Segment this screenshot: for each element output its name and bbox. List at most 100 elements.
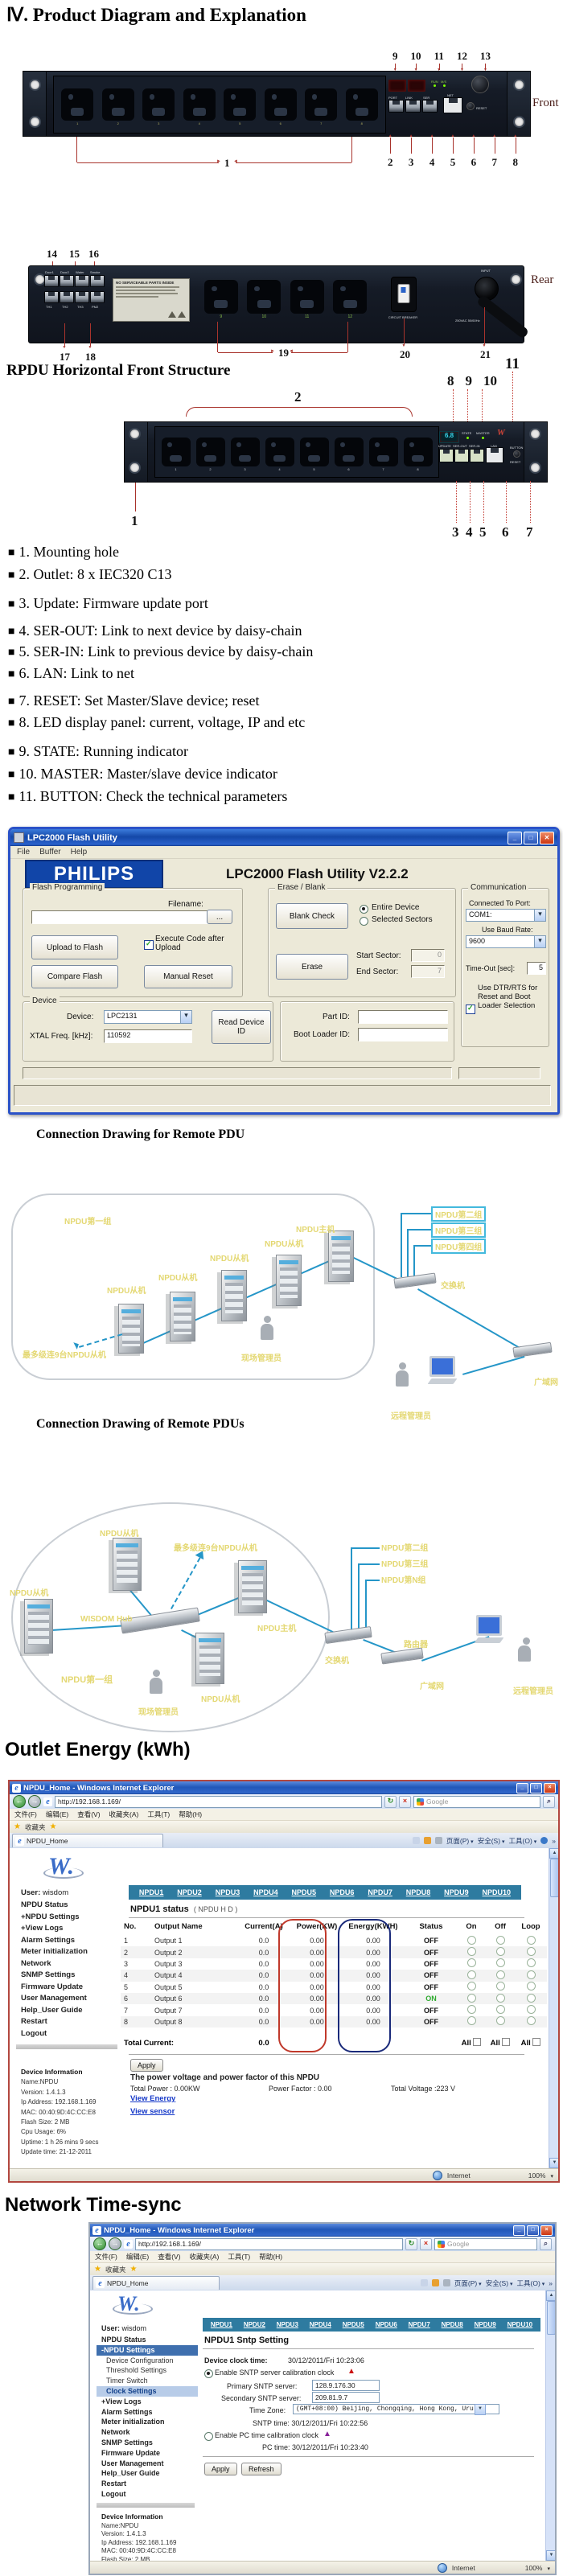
pc-enable-radio[interactable] xyxy=(204,2432,213,2441)
execute-code-checkbox[interactable] xyxy=(144,939,154,950)
manual-reset-button[interactable]: Manual Reset xyxy=(144,965,232,988)
menu-tools[interactable]: 工具(T) xyxy=(147,1810,171,1818)
end-sector-input[interactable]: 7 xyxy=(411,965,445,978)
loop-radio[interactable] xyxy=(526,1970,536,1979)
menu-file[interactable]: File xyxy=(17,848,31,857)
close-button[interactable]: ✕ xyxy=(540,831,554,844)
chevron-icon[interactable]: » xyxy=(549,2278,553,2287)
maximize-button[interactable]: □ xyxy=(530,1782,542,1793)
sidebar-item[interactable]: SNMP Settings xyxy=(21,1970,76,1979)
vertical-scrollbar[interactable]: ▲ ▼ xyxy=(549,1848,558,2168)
menu-edit[interactable]: 编辑(E) xyxy=(45,1810,69,1818)
scroll-down-arrow[interactable]: ▼ xyxy=(546,2550,555,2561)
off-radio[interactable] xyxy=(495,2016,505,2026)
sidebar-item[interactable]: Threshold Settings xyxy=(106,2366,167,2375)
chevron-icon[interactable]: » xyxy=(552,1836,556,1845)
timeout-input[interactable]: 5 xyxy=(527,962,546,975)
search-go-button[interactable]: ⌕ xyxy=(543,1795,555,1808)
add-favorite-icon[interactable]: ★ xyxy=(129,2265,138,2274)
loop-radio[interactable] xyxy=(526,1935,536,1945)
zoom-level[interactable]: 100% xyxy=(524,2563,543,2572)
sidebar-item[interactable]: Meter initialization xyxy=(101,2418,165,2426)
on-radio[interactable] xyxy=(466,1993,476,2003)
close-button[interactable]: × xyxy=(540,2225,553,2236)
sidebar-item[interactable]: Device Configuration xyxy=(106,2356,174,2364)
stop-button[interactable]: × xyxy=(399,1795,411,1808)
off-radio[interactable] xyxy=(495,1958,505,1968)
off-radio[interactable] xyxy=(495,1993,505,2003)
filename-input[interactable] xyxy=(31,910,208,924)
menu-file[interactable]: 文件(F) xyxy=(14,1810,37,1818)
scroll-down-arrow[interactable]: ▼ xyxy=(549,2158,558,2168)
sidebar-item[interactable]: Firmware Update xyxy=(21,1982,84,1991)
zoom-dropdown[interactable] xyxy=(550,2171,553,2180)
primary-sntp-input[interactable]: 128.9.176.30 xyxy=(312,2380,380,2391)
off-radio[interactable] xyxy=(495,1947,505,1957)
search-box[interactable]: Google xyxy=(434,2237,537,2250)
all-off-checkbox[interactable] xyxy=(502,2038,511,2046)
com-port-select[interactable]: COM1: xyxy=(466,909,546,922)
tools-menu[interactable]: 工具(O) xyxy=(517,2278,545,2288)
sidebar-item[interactable]: -NPDU Settings xyxy=(97,2344,198,2356)
forward-button[interactable]: → xyxy=(109,2237,121,2250)
sidebar-item[interactable]: +View Logs xyxy=(21,1924,64,1933)
stop-button[interactable]: × xyxy=(420,2237,432,2250)
sidebar-item[interactable]: NPDU Status xyxy=(21,1900,68,1909)
tools-menu[interactable]: 工具(O) xyxy=(509,1836,537,1846)
scroll-up-arrow[interactable]: ▲ xyxy=(546,2290,555,2301)
apply-button[interactable]: Apply xyxy=(130,2059,163,2072)
sidebar-item[interactable]: User Management xyxy=(21,1994,87,2003)
forward-button[interactable]: → xyxy=(28,1795,41,1808)
minimize-button[interactable]: _ xyxy=(508,831,522,844)
menu-favorites[interactable]: 收藏夹(A) xyxy=(189,2253,220,2261)
zoom-dropdown[interactable] xyxy=(547,2564,550,2572)
sidebar-item[interactable]: Meter initialization xyxy=(21,1947,88,1956)
sidebar-item[interactable]: Alarm Settings xyxy=(21,1935,76,1945)
menu-help[interactable]: Help xyxy=(70,848,88,857)
npdu-tab[interactable]: NPDU7 xyxy=(368,1888,392,1896)
sidebar-item[interactable]: +NPDU Settings xyxy=(21,1912,80,1921)
scroll-thumb[interactable] xyxy=(547,2301,555,2335)
npdu-tab[interactable]: NPDU2 xyxy=(243,2321,265,2328)
on-radio[interactable] xyxy=(466,2005,476,2015)
sidebar-item[interactable]: SNMP Settings xyxy=(101,2438,153,2447)
part-id-input[interactable] xyxy=(358,1010,448,1024)
menu-help[interactable]: 帮助(H) xyxy=(259,2253,283,2261)
title-bar[interactable]: NPDU_Home - Windows Internet Explorer _□… xyxy=(90,2224,555,2237)
off-radio[interactable] xyxy=(495,2005,505,2015)
vertical-scrollbar[interactable]: ▲ ▼ xyxy=(545,2290,555,2561)
boot-loader-id-input[interactable] xyxy=(358,1028,448,1041)
menu-file[interactable]: 文件(F) xyxy=(95,2253,117,2261)
npdu-tab[interactable]: NPDU2 xyxy=(177,1888,202,1896)
sidebar-item[interactable]: Alarm Settings xyxy=(101,2407,153,2416)
sidebar-item[interactable]: Help_User Guide xyxy=(21,2005,83,2015)
sidebar-item[interactable]: Logout xyxy=(101,2489,126,2498)
loop-radio[interactable] xyxy=(526,2005,536,2015)
all-loop-checkbox[interactable] xyxy=(532,2038,541,2046)
loop-radio[interactable] xyxy=(526,1982,536,1991)
sidebar-item[interactable]: Network xyxy=(21,1958,51,1968)
read-device-id-button[interactable]: Read Device ID xyxy=(212,1010,271,1044)
baud-rate-select[interactable]: 9600 xyxy=(466,935,546,948)
safety-menu[interactable]: 安全(S) xyxy=(478,1836,505,1846)
sidebar-item[interactable]: User Management xyxy=(101,2459,164,2467)
npdu-tab[interactable]: NPDU4 xyxy=(309,2321,331,2328)
off-radio[interactable] xyxy=(495,1970,505,1979)
dtr-rts-checkbox[interactable] xyxy=(466,1004,475,1014)
menu-tools[interactable]: 工具(T) xyxy=(228,2253,251,2261)
help-icon[interactable] xyxy=(540,1837,549,1844)
sidebar-item[interactable]: Network xyxy=(101,2428,130,2437)
npdu-tab[interactable]: NPDU9 xyxy=(444,1888,469,1896)
npdu-tab[interactable]: NPDU1 xyxy=(138,1888,164,1896)
page-menu[interactable]: 页面(P) xyxy=(454,2278,482,2288)
off-radio[interactable] xyxy=(495,1982,505,1991)
back-button[interactable]: ← xyxy=(13,1795,26,1808)
title-bar[interactable]: LPC2000 Flash Utility _□✕ xyxy=(10,829,557,846)
safety-menu[interactable]: 安全(S) xyxy=(486,2278,513,2288)
loop-radio[interactable] xyxy=(526,1993,536,2003)
maximize-button[interactable]: □ xyxy=(524,831,538,844)
loop-radio[interactable] xyxy=(526,1958,536,1968)
on-radio[interactable] xyxy=(466,1958,476,1968)
favorites-star-icon[interactable]: ★ xyxy=(94,2265,101,2274)
npdu-tab[interactable]: NPDU6 xyxy=(375,2321,397,2328)
